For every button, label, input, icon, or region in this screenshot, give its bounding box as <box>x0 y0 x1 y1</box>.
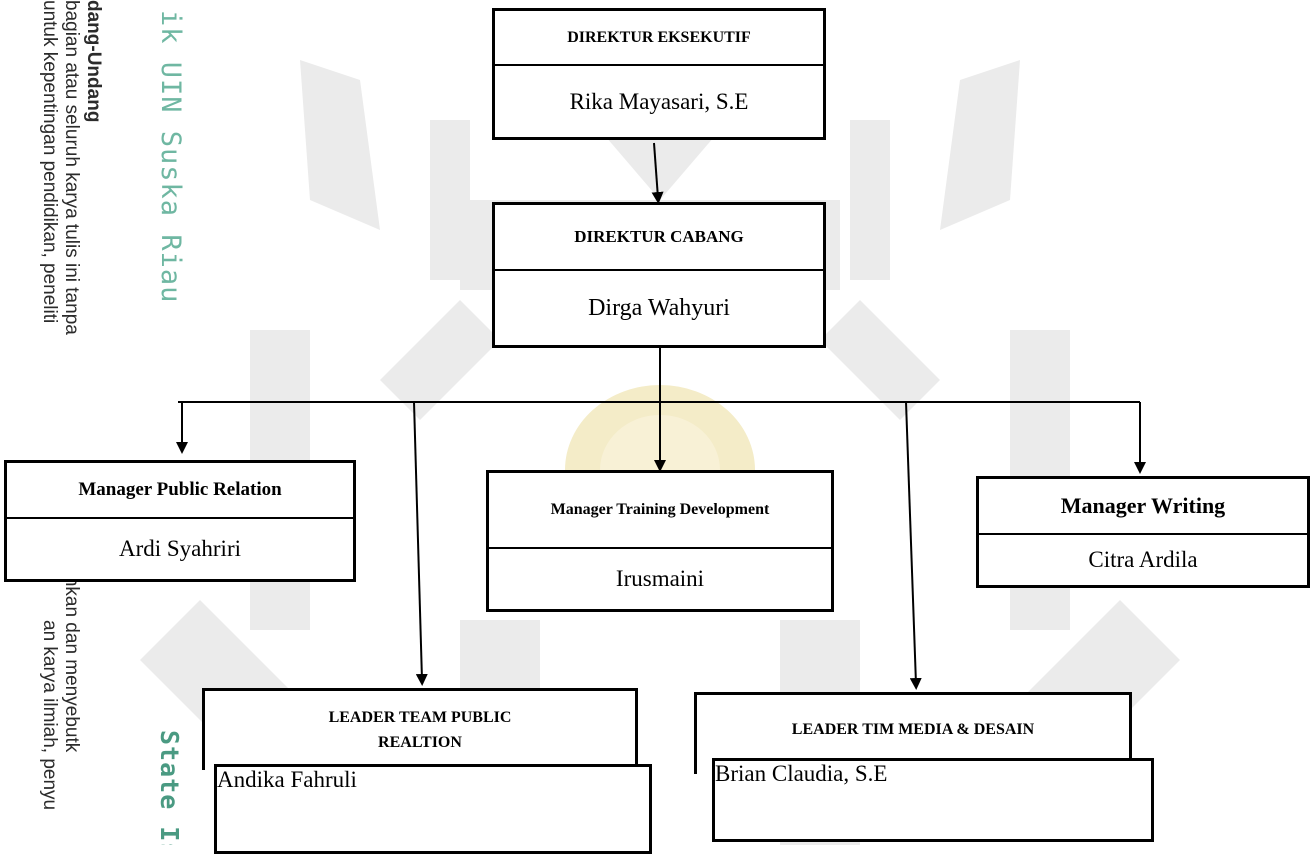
manager-training-box: Manager Training Development Irusmaini <box>486 470 834 612</box>
manager-writing-box: Manager Writing Citra Ardila <box>976 476 1310 588</box>
leader-media-title: LEADER TIM MEDIA & DESAIN <box>791 721 1035 738</box>
leader-public-relation-title: LEADER TEAM PUBLIC REALTION <box>328 708 512 751</box>
branch-director-name: Dirga Wahyuri <box>588 294 730 321</box>
manager-training-title: Manager Training Development <box>489 473 831 549</box>
leader-media-name-box: Brian Claudia, S.E <box>712 758 1154 842</box>
manager-writing-title: Manager Writing <box>979 479 1307 535</box>
branch-director-title: DIREKTUR CABANG <box>495 205 823 271</box>
manager-public-relation-title: Manager Public Relation <box>7 463 353 519</box>
executive-director-title: DIREKTUR EKSEKUTIF <box>495 11 823 66</box>
manager-public-relation-name: Ardi Syahriri <box>118 536 241 561</box>
branch-director-box: DIREKTUR CABANG Dirga Wahyuri <box>492 202 826 348</box>
executive-director-name: Rika Mayasari, S.E <box>569 88 749 114</box>
leader-public-relation-name: Andika Fahruli <box>217 767 357 792</box>
leader-media-name: Brian Claudia, S.E <box>715 761 888 786</box>
leader-public-relation-box: LEADER TEAM PUBLIC REALTION <box>202 688 638 770</box>
executive-director-box: DIREKTUR EKSEKUTIF Rika Mayasari, S.E <box>492 8 826 140</box>
manager-public-relation-box: Manager Public Relation Ardi Syahriri <box>4 460 356 582</box>
leader-public-relation-name-box: Andika Fahruli <box>214 764 652 854</box>
manager-training-name: Irusmaini <box>615 566 705 591</box>
manager-writing-name: Citra Ardila <box>1088 547 1198 572</box>
